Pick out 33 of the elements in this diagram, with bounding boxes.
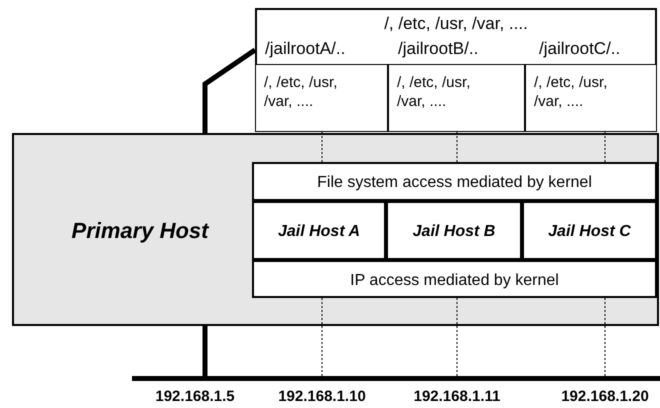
ip-address-label: 192.168.1.5 [155, 388, 235, 405]
node-text: /, /etc, /usr, /var, .... [264, 73, 338, 111]
node-text: /, /etc, /usr, /var, .... [397, 73, 472, 111]
network-bus-bar [132, 376, 660, 381]
jail-box [522, 201, 657, 260]
jail-box [386, 201, 522, 260]
ip-address-label: 192.168.1.20 [561, 388, 649, 405]
directory-cell [525, 64, 657, 132]
dotted-line [456, 298, 458, 376]
dotted-line [456, 132, 458, 162]
node-text: File system access mediated by kernel [316, 173, 593, 192]
host-box [12, 133, 659, 326]
path-label: /jailrootA/.. [265, 39, 346, 58]
ip-address-label: 192.168.1.10 [278, 388, 366, 405]
kernel-layer-box [252, 260, 657, 298]
connector-line [202, 326, 208, 376]
node-text: Jail Host B [412, 222, 496, 241]
directory-cell [255, 64, 388, 132]
node-text: Jail Host A [276, 222, 362, 241]
node-text: Jail Host C [547, 222, 632, 241]
dotted-line [604, 298, 606, 376]
connector-line [202, 48, 256, 133]
path-label: /jailrootC/.. [539, 39, 620, 58]
ip-address-label: 192.168.1.11 [414, 388, 500, 405]
kernel-layer-box [252, 162, 657, 201]
node-text: /, /etc, /usr, /var, .... [383, 14, 529, 33]
directory-box [255, 8, 657, 132]
node-text: IP access mediated by kernel [349, 271, 560, 290]
node-text: /, /etc, /usr, /var, .... [534, 73, 608, 111]
path-label: /jailrootB/.. [398, 39, 478, 58]
directory-cell [388, 64, 525, 132]
dotted-line [604, 132, 606, 162]
jail-box [252, 201, 386, 260]
